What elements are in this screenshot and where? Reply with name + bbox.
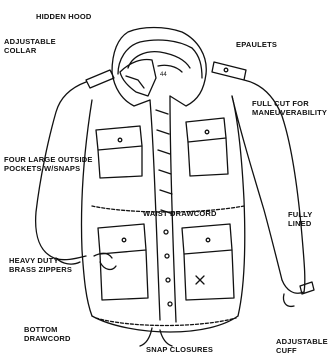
label-pockets: FOUR LARGE OUTSIDE POCKETS W/SNAPS bbox=[4, 155, 93, 173]
label-snap-closures: SNAP CLOSURES bbox=[146, 345, 213, 354]
label-adjustable-collar: ADJUSTABLE COLLAR bbox=[4, 37, 56, 55]
label-adjustable-cuff: ADJUSTABLE CUFF bbox=[276, 337, 328, 355]
label-hidden-hood: HIDDEN HOOD bbox=[36, 12, 92, 21]
label-full-cut: FULL CUT FOR MANEUVERABILITY bbox=[252, 99, 327, 117]
label-fully-lined: FULLY LINED bbox=[288, 210, 312, 228]
hood-drawing: 44 bbox=[120, 60, 182, 97]
label-brass-zippers: HEAVY DUTY BRASS ZIPPERS bbox=[9, 256, 72, 274]
label-waist-drawcord: WAIST DRAWCORD bbox=[143, 209, 217, 218]
svg-text:44: 44 bbox=[160, 72, 167, 78]
lower-pocket-drawings bbox=[98, 224, 234, 300]
chest-pocket-drawings bbox=[96, 118, 228, 178]
label-bottom-drawcord: BOTTOM DRAWCORD bbox=[24, 325, 71, 343]
label-epaulets: EPAULETS bbox=[236, 40, 277, 49]
